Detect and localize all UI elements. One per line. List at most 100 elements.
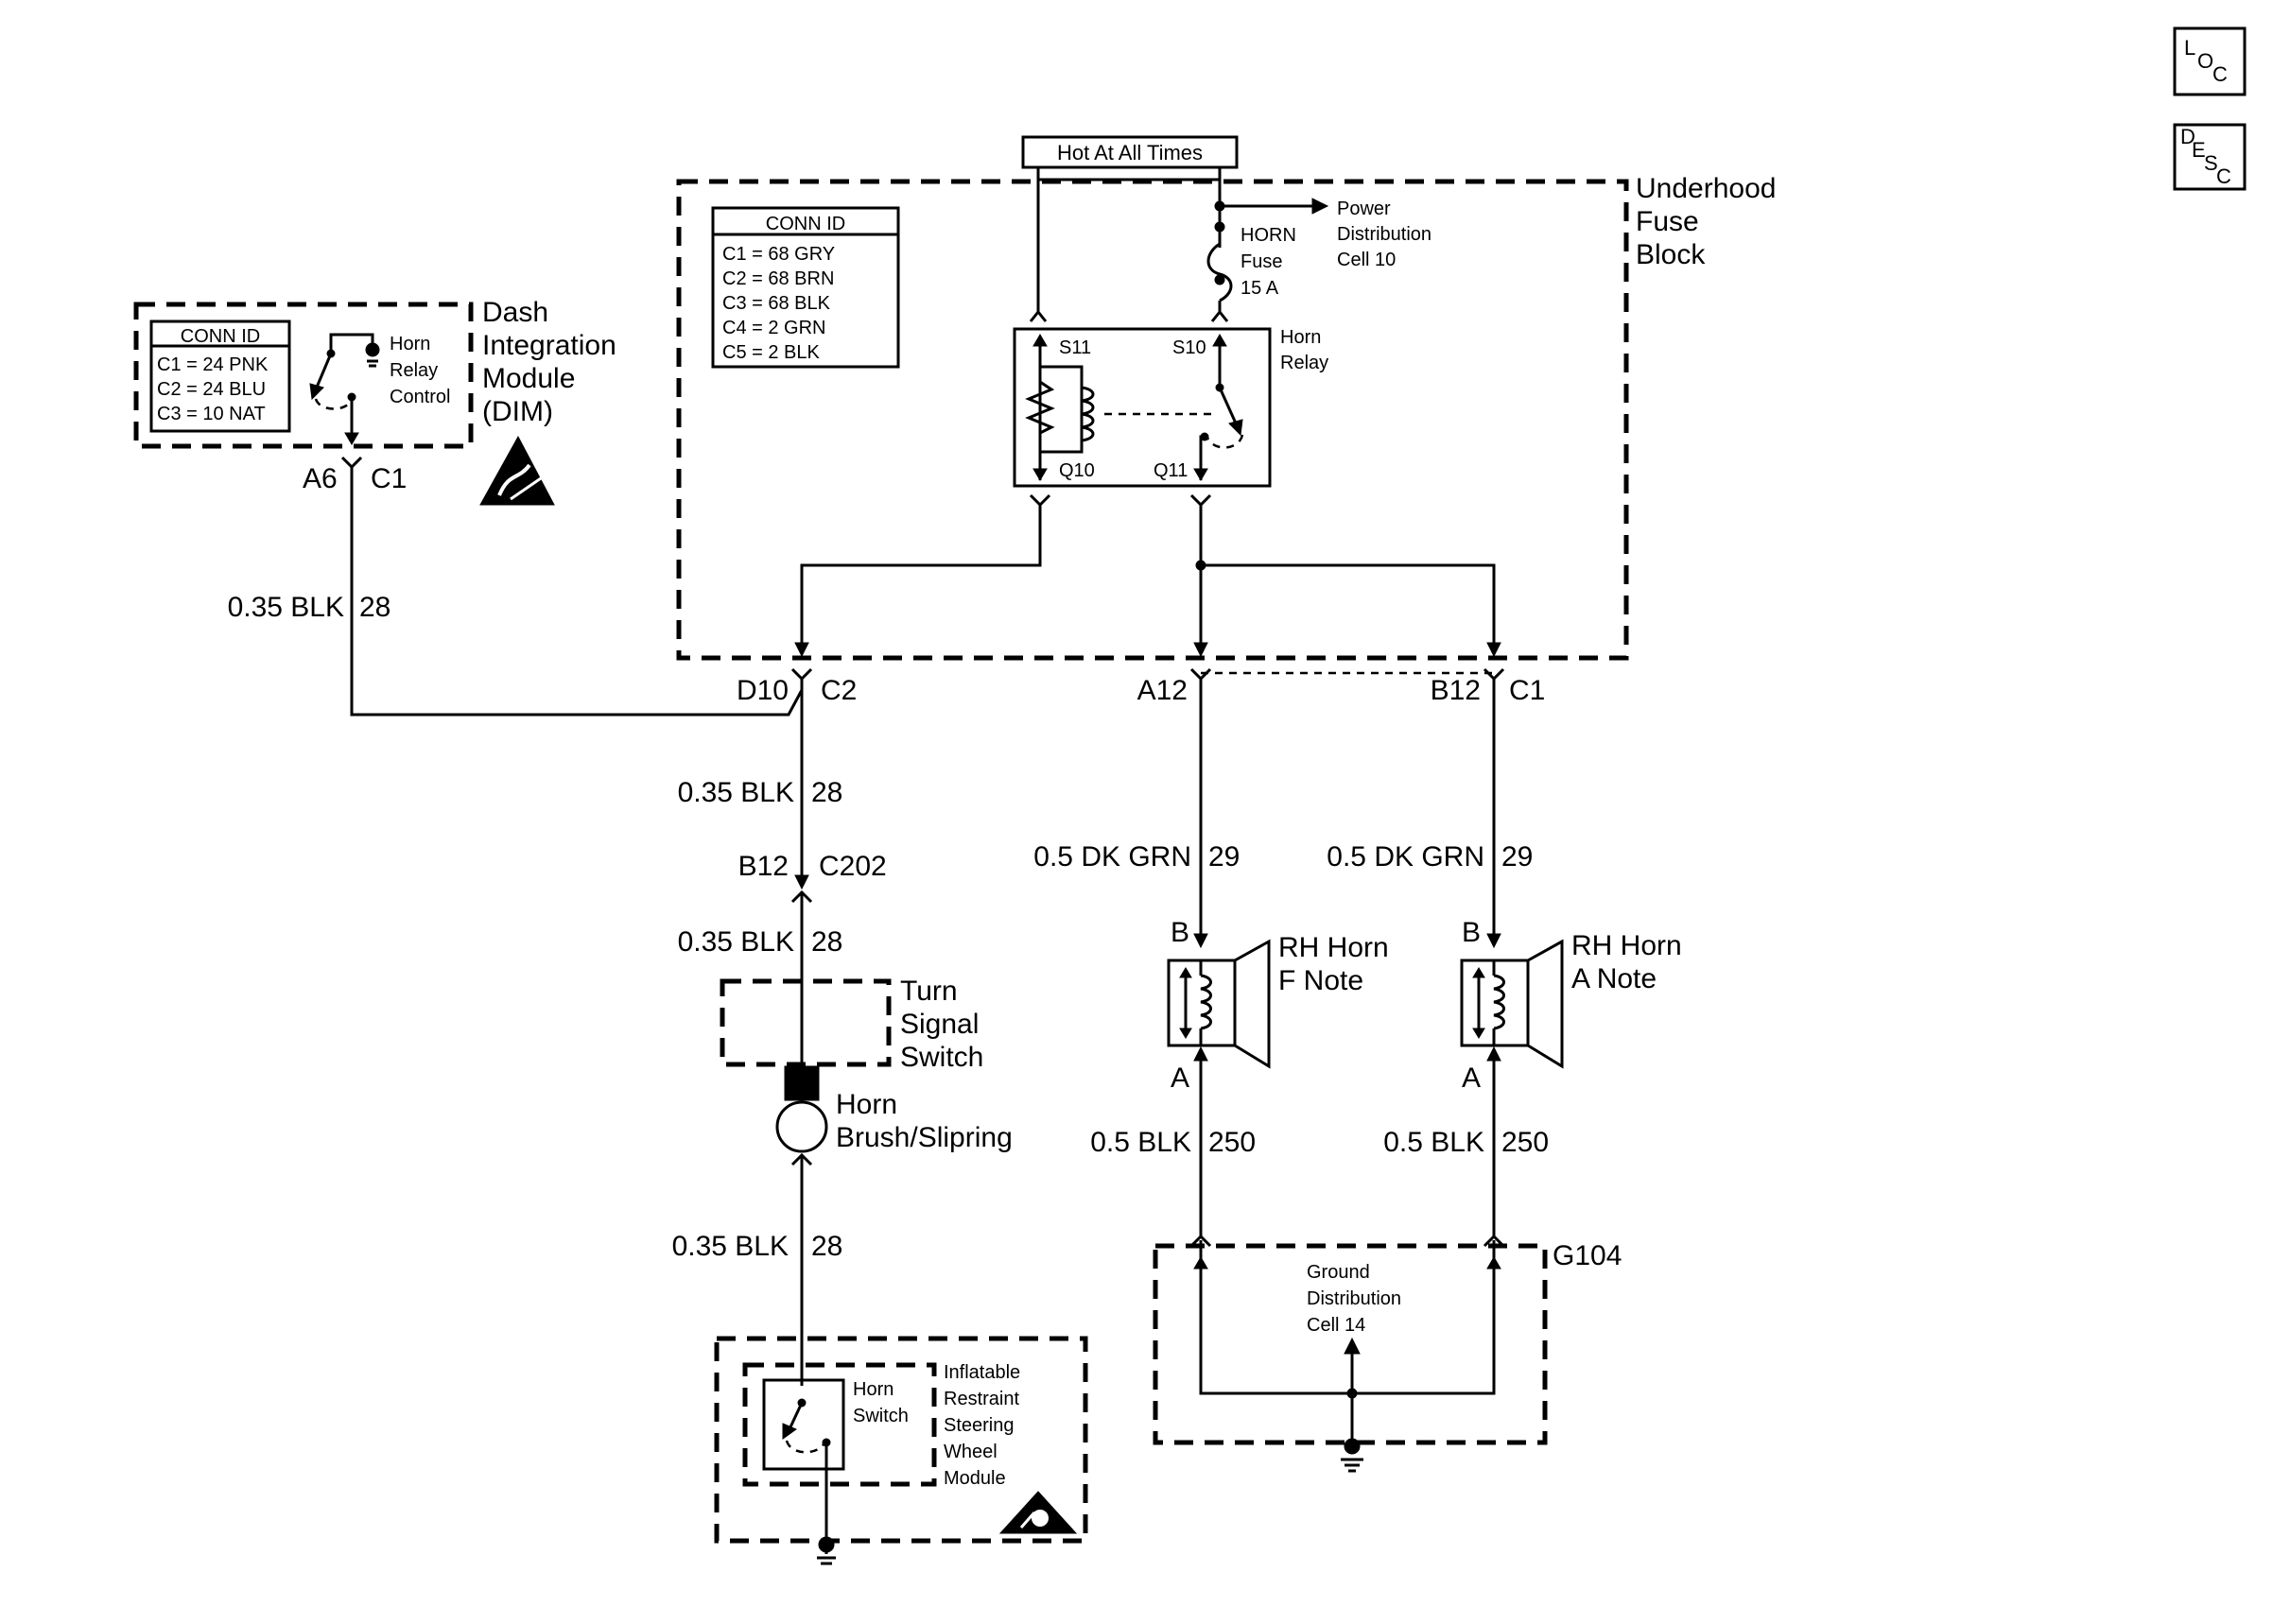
relay-switch-blade — [1218, 387, 1239, 426]
conn-id-header: CONN ID — [766, 214, 845, 234]
s10-connector-mark — [1210, 309, 1229, 322]
c1-connector-mark — [1483, 667, 1505, 682]
steering-module-line2: Restraint — [944, 1389, 1019, 1409]
loc-letter-c: C — [2212, 62, 2228, 86]
dim-wire-circuit: 28 — [359, 592, 390, 623]
underhood-title-line1: Underhood — [1636, 173, 1776, 204]
dim-connector-c1: C1 — [371, 463, 407, 494]
ground-distribution-outline — [1153, 1243, 1548, 1445]
horn-a-pin-b: B — [1462, 917, 1481, 948]
dim-title-line3: Module — [482, 363, 575, 394]
dim-a6-connector-mark — [340, 456, 363, 470]
dim-conn-id-c2: C2 = 24 BLU — [157, 379, 266, 400]
ground-id-g104: G104 — [1553, 1240, 1622, 1271]
horn-a-pin-a: A — [1462, 1063, 1481, 1094]
relay-coil-winding — [1081, 386, 1095, 442]
turn-signal-line3: Switch — [900, 1042, 983, 1073]
horn-f-feed-gauge: 0.5 DK GRN — [1033, 841, 1191, 872]
steering-wheel-module-outline — [714, 1336, 1088, 1544]
horn-switch-inner-outline — [742, 1362, 937, 1487]
desc-letter-e: E — [2192, 138, 2206, 162]
desc-letter-c: C — [2216, 164, 2231, 188]
horn-fuse-symbol — [1206, 242, 1233, 302]
dim-conn-id-header: CONN ID — [181, 326, 260, 347]
steering-module-line1: Inflatable — [944, 1362, 1020, 1383]
dim-conn-id-table: CONN ID C1 = 24 PNK C2 = 24 BLU C3 = 10 … — [149, 320, 291, 433]
desc-letter-d: D — [2180, 125, 2195, 148]
loc-letter-l: L — [2184, 36, 2195, 60]
horn-a-feed-gauge: 0.5 DK GRN — [1327, 841, 1484, 872]
power-distribution-line1: Power — [1337, 199, 1391, 219]
description-icon[interactable]: D E S C — [2173, 123, 2247, 191]
fuse-node-upper — [1214, 221, 1225, 233]
connector-d10: D10 — [737, 675, 789, 706]
horn-f-feed-circuit: 29 — [1208, 841, 1240, 872]
underhood-fuse-block-outline — [676, 179, 1629, 661]
horn-f-pin-a: A — [1171, 1063, 1189, 1094]
horn-a-ground-circuit: 250 — [1501, 1127, 1549, 1158]
underhood-title-line2: Fuse — [1636, 206, 1699, 237]
horn-relay-label-line1: Horn — [1280, 327, 1321, 348]
c2-arrow-head — [794, 642, 809, 658]
rh-horn-f-note: B A — [1167, 917, 1271, 1094]
conn-id-c3: C3 = 68 BLK — [722, 293, 831, 314]
relay-switch-return — [1205, 434, 1244, 449]
relay-pin-q11: Q11 — [1154, 460, 1188, 481]
turn-signal-switch-outline — [720, 978, 892, 1067]
c1-arrow-head — [1486, 642, 1501, 658]
q10-to-c2-wire — [800, 505, 1042, 647]
ground-label-line3: Cell 14 — [1307, 1315, 1365, 1336]
relay-pin-q10: Q10 — [1059, 460, 1095, 481]
relay-coil-bracket — [1040, 365, 1084, 454]
conn-id-c2: C2 = 68 BRN — [722, 268, 834, 289]
c2-wire-gauge: 0.35 BLK — [678, 777, 794, 808]
turn-signal-line1: Turn — [900, 976, 958, 1007]
horn-f-name-line2: F Note — [1278, 965, 1363, 996]
desc-letter-s: S — [2204, 151, 2218, 175]
esd-warning-icon — [479, 435, 555, 506]
connector-a12: A12 — [1137, 675, 1188, 706]
connector-c1: C1 — [1509, 675, 1545, 706]
horn-a-name-line1: RH Horn — [1571, 930, 1682, 961]
turn-signal-line2: Signal — [900, 1009, 979, 1040]
ground-bus-node — [1346, 1388, 1358, 1399]
horn-switch-line1: Horn — [853, 1379, 894, 1400]
power-distribution-line3: Cell 10 — [1337, 250, 1396, 270]
c2-connector-mark — [790, 667, 813, 682]
relay-pin-s11: S11 — [1059, 337, 1091, 358]
ground-label-line1: Ground — [1307, 1262, 1370, 1283]
ground-a-connector-mark — [1483, 1234, 1505, 1248]
c2-wire-circuit: 28 — [811, 777, 842, 808]
brush-wire-gauge: 0.35 BLK — [672, 1231, 789, 1262]
dim-outline — [133, 302, 474, 449]
connector-b12-c202: B12 — [738, 851, 789, 882]
ground-f-connector-mark — [1189, 1234, 1212, 1248]
ground-label-line2: Distribution — [1307, 1288, 1401, 1309]
horn-switch — [762, 1378, 845, 1565]
dim-conn-id-c3: C3 = 10 NAT — [157, 404, 266, 424]
location-icon[interactable]: L O C — [2173, 26, 2247, 96]
horn-f-pin-b: B — [1171, 917, 1189, 948]
horn-relay-control-line2: Relay — [390, 360, 438, 381]
dim-wire-gauge: 0.35 BLK — [228, 592, 344, 623]
underhood-title-line3: Block — [1636, 239, 1706, 270]
loc-letter-o: O — [2197, 49, 2213, 73]
c202-wire-circuit: 28 — [811, 926, 842, 958]
horn-brush-block — [784, 1065, 820, 1101]
fuse-node-lower — [1214, 274, 1225, 285]
horn-f-name-line1: RH Horn — [1278, 932, 1389, 963]
s11-connector-mark — [1029, 309, 1048, 322]
horn-a-name-line2: A Note — [1571, 963, 1657, 994]
horn-relay: Horn Relay S11 S10 Q10 Q11 — [1013, 327, 1328, 488]
steering-module-line4: Wheel — [944, 1442, 998, 1462]
horn-relay-control-line1: Horn — [390, 334, 430, 354]
horn-relay-control-switch — [309, 333, 380, 445]
horn-brush-line1: Horn — [836, 1089, 897, 1120]
q11-connector-mark — [1189, 493, 1212, 508]
connector-b12-c1: B12 — [1431, 675, 1481, 706]
conn-id-c4: C4 = 2 GRN — [722, 318, 825, 338]
brush-wire-circuit: 28 — [811, 1231, 842, 1262]
chassis-ground-icon — [1341, 1438, 1363, 1473]
rh-horn-a-note: B A — [1460, 917, 1564, 1094]
